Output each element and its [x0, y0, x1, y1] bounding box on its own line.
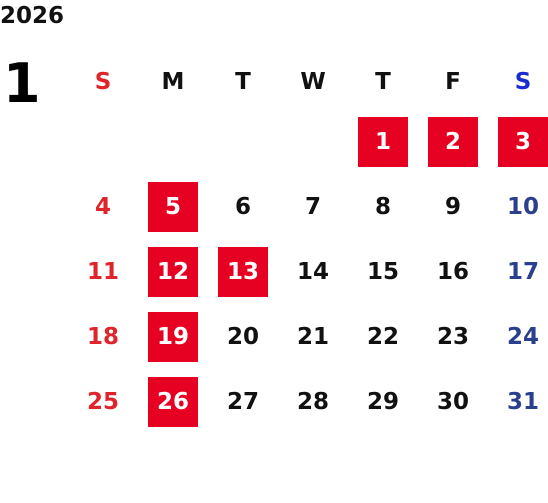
calendar-date: 30 [436, 388, 469, 415]
day-cell: 27 [208, 369, 278, 434]
day-cell [278, 109, 348, 174]
day-cell: 8 [348, 174, 418, 239]
week-row: 18 19 20 21 22 23 24 [68, 304, 548, 369]
week-row: 25 26 27 28 29 30 31 [68, 369, 548, 434]
calendar-date: 18 [86, 323, 119, 350]
day-cell: 5 [138, 174, 208, 239]
weekday-header-thursday: T [375, 68, 391, 95]
day-cell: 19 [138, 304, 208, 369]
day-cell: 31 [488, 369, 548, 434]
day-cell [208, 109, 278, 174]
calendar-date: 6 [234, 193, 251, 220]
calendar-date: 8 [374, 193, 391, 220]
day-cell: 1 [348, 109, 418, 174]
calendar-date: 29 [366, 388, 399, 415]
calendar-date: 20 [226, 323, 259, 350]
holiday-date: 2 [428, 116, 478, 167]
day-cell: 18 [68, 304, 138, 369]
day-cell: 4 [68, 174, 138, 239]
calendar-date: 14 [296, 258, 329, 285]
holiday-date: 1 [358, 116, 408, 167]
calendar-date: 10 [506, 193, 539, 220]
day-cell [68, 109, 138, 174]
day-cell: 3 [488, 109, 548, 174]
weekday-header-row: S M T W T F S [68, 54, 548, 109]
holiday-date: 13 [218, 246, 268, 297]
day-cell: 26 [138, 369, 208, 434]
day-cell: 14 [278, 239, 348, 304]
calendar-date: 17 [506, 258, 539, 285]
calendar-date: 31 [506, 388, 539, 415]
day-cell: 16 [418, 239, 488, 304]
holiday-date: 5 [148, 181, 198, 232]
calendar-date: 11 [86, 258, 119, 285]
day-cell: 21 [278, 304, 348, 369]
day-cell: 17 [488, 239, 548, 304]
calendar-date: 23 [436, 323, 469, 350]
day-cell: 22 [348, 304, 418, 369]
weekday-header-saturday: S [514, 68, 532, 95]
day-cell: 29 [348, 369, 418, 434]
holiday-date: 19 [148, 311, 198, 362]
calendar-date [218, 117, 268, 167]
calendar-date [78, 117, 128, 167]
day-cell: 2 [418, 109, 488, 174]
month-number: 1 [3, 52, 41, 115]
holiday-date: 26 [148, 376, 198, 427]
day-cell: 25 [68, 369, 138, 434]
calendar-date: 24 [506, 323, 539, 350]
year-label: 2026 [0, 3, 65, 29]
calendar-date: 7 [304, 193, 321, 220]
calendar-date: 15 [366, 258, 399, 285]
weekday-header-wednesday: W [300, 68, 326, 95]
day-cell [138, 109, 208, 174]
holiday-date: 3 [498, 116, 548, 167]
day-cell: 13 [208, 239, 278, 304]
calendar-date [148, 117, 198, 167]
weekday-header-monday: M [161, 68, 185, 95]
calendar-date: 4 [94, 193, 111, 220]
weekday-header-tuesday: T [235, 68, 251, 95]
day-cell: 15 [348, 239, 418, 304]
week-row: 4 5 6 7 8 9 10 [68, 174, 548, 239]
day-cell: 12 [138, 239, 208, 304]
calendar-date: 21 [296, 323, 329, 350]
holiday-date: 12 [148, 246, 198, 297]
day-cell: 11 [68, 239, 138, 304]
day-cell: 28 [278, 369, 348, 434]
day-cell: 30 [418, 369, 488, 434]
calendar-date: 25 [86, 388, 119, 415]
day-cell: 24 [488, 304, 548, 369]
day-cell: 9 [418, 174, 488, 239]
day-cell: 23 [418, 304, 488, 369]
day-cell: 20 [208, 304, 278, 369]
day-cell: 6 [208, 174, 278, 239]
day-cell: 7 [278, 174, 348, 239]
weekday-header-friday: F [445, 68, 461, 95]
calendar-date: 22 [366, 323, 399, 350]
calendar-date: 9 [444, 193, 461, 220]
weekday-header-sunday: S [94, 68, 112, 95]
day-cell: 10 [488, 174, 548, 239]
calendar-date: 28 [296, 388, 329, 415]
calendar-date: 27 [226, 388, 259, 415]
calendar-date [288, 117, 338, 167]
calendar-date: 16 [436, 258, 469, 285]
week-row: 11 12 13 14 15 16 17 [68, 239, 548, 304]
